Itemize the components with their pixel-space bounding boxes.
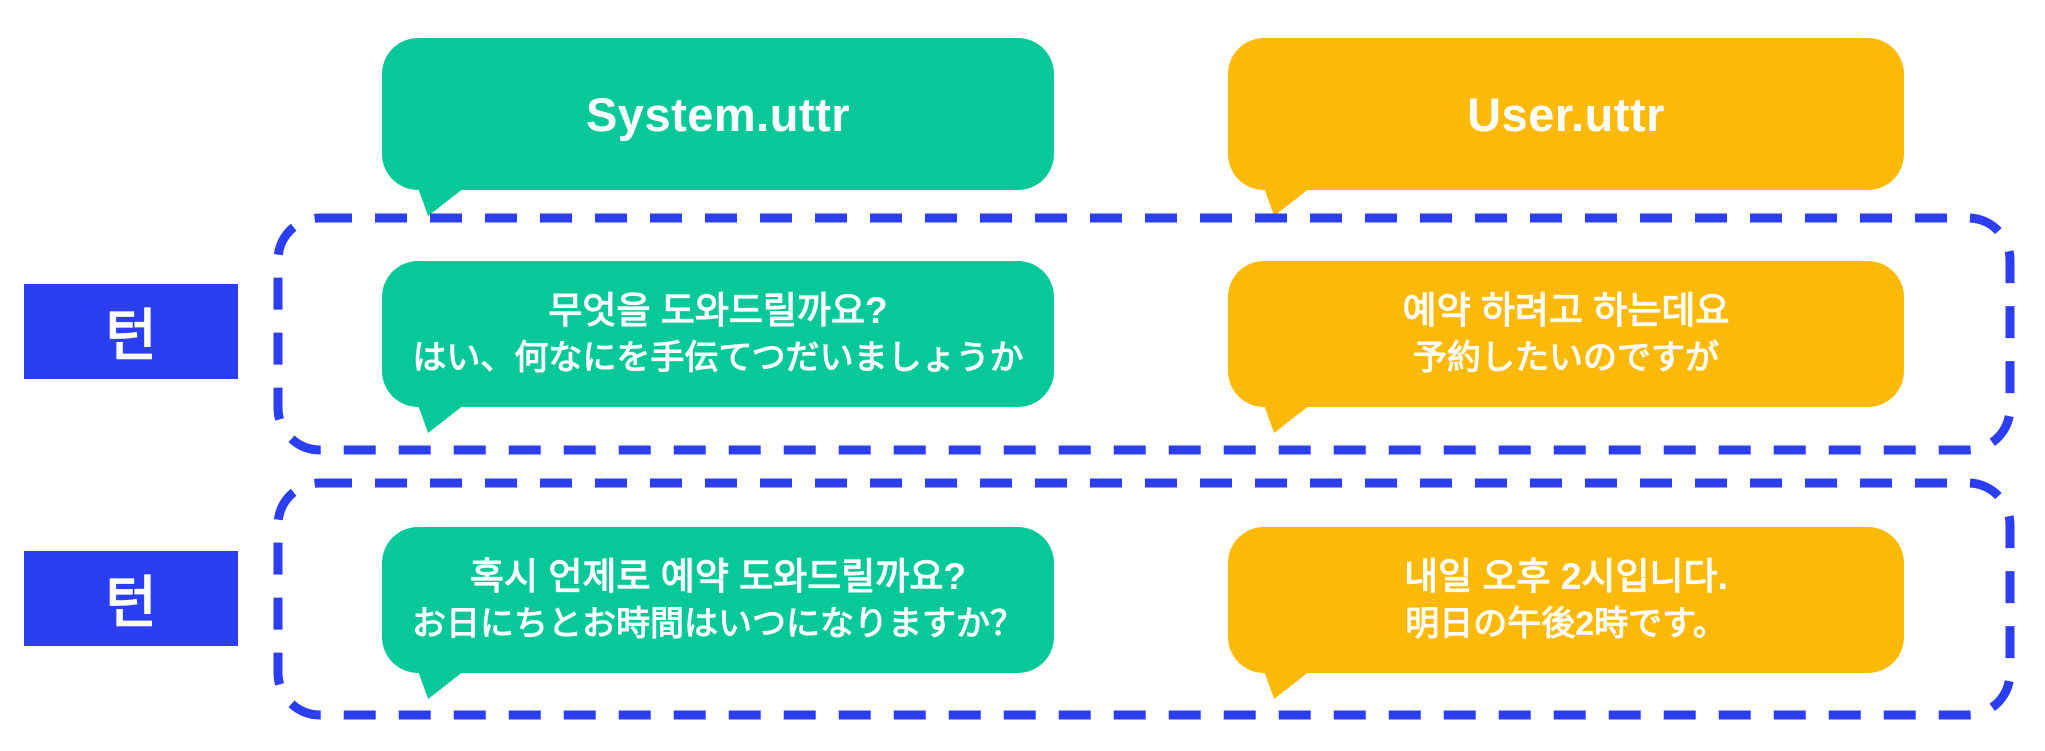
turn-1-user-korean-text: 예약 하려고 하는데요 xyxy=(1402,290,1730,331)
system-uttr-label: System.uttr xyxy=(585,87,851,141)
turn-1-system-korean-text: 무엇을 도와드릴까요? xyxy=(548,290,888,331)
turn-1-label: 턴 xyxy=(24,284,238,379)
turn-2-dashed-group-box xyxy=(273,478,2015,720)
turn-1-system-japanese-text: はい、何なにを手伝てつだいましょうか xyxy=(412,339,1024,377)
system-uttr-header-bubble: System.uttr xyxy=(382,38,1054,216)
turn-1-user-utterance-bubble: 예약 하려고 하는데요 予約したいのですが xyxy=(1228,261,1904,433)
turn-2-user-utterance-bubble: 내일 오후 2시입니다. 明日の午後2時です。 xyxy=(1228,527,1904,699)
turn-1-user-japanese-text: 予約したいのですが xyxy=(1413,339,1719,377)
turn-2-user-korean-text: 내일 오후 2시입니다. xyxy=(1404,556,1728,597)
turn-1-system-utterance-bubble: 무엇을 도와드릴까요? はい、何なにを手伝てつだいましょうか xyxy=(382,261,1054,433)
turn-2-system-japanese-text: お日にちとお時間はいつになりますか？ xyxy=(412,605,1024,643)
turn-2-system-korean-text: 혹시 언제로 예약 도와드릴까요? xyxy=(470,556,966,597)
turn-2-user-japanese-text: 明日の午後2時です。 xyxy=(1405,605,1727,643)
turn-1-dashed-group-box xyxy=(273,213,2015,455)
user-uttr-label: User.uttr xyxy=(1467,87,1665,141)
turn-2-label: 턴 xyxy=(24,551,238,646)
turn-2-system-utterance-bubble: 혹시 언제로 예약 도와드릴까요? お日にちとお時間はいつになりますか？ xyxy=(382,527,1054,699)
user-uttr-header-bubble: User.uttr xyxy=(1228,38,1904,216)
